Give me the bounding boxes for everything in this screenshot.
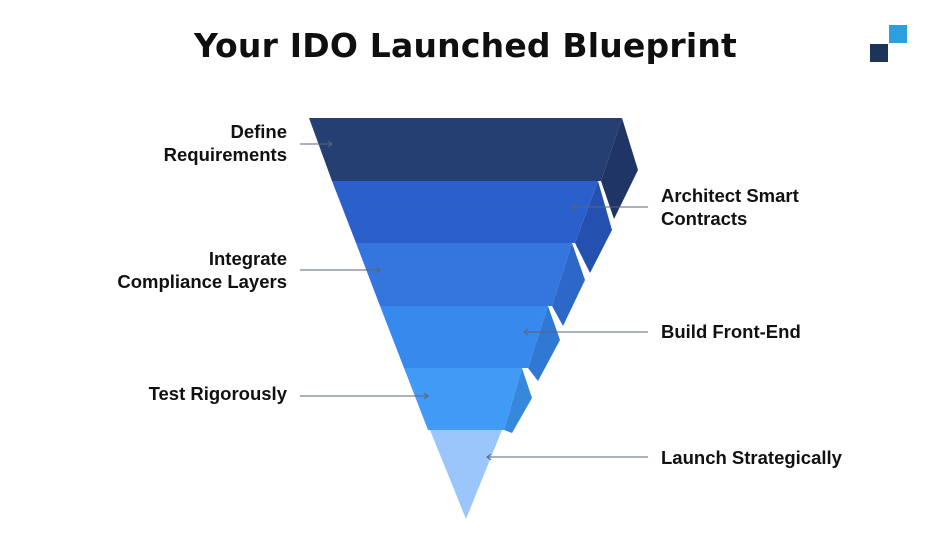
logo-square-light <box>889 25 907 43</box>
label-line: Requirements <box>163 144 287 165</box>
funnel-layer-1-shadow <box>601 118 638 219</box>
arrow-head-2 <box>571 203 577 211</box>
label-line: Build Front-End <box>661 321 801 342</box>
step-label-launch-strategically: Launch Strategically <box>661 446 842 469</box>
step-label-build-front-end: Build Front-End <box>661 320 801 343</box>
arrow-head-6 <box>486 453 492 461</box>
arrow-head-5 <box>423 392 429 400</box>
page-title: Your IDO Launched Blueprint <box>193 26 738 65</box>
label-line: Launch Strategically <box>661 447 842 468</box>
arrow-head-4 <box>523 328 529 336</box>
label-line: Define <box>230 121 287 142</box>
step-label-integrate-compliance: Integrate Compliance Layers <box>117 247 287 293</box>
funnel-layer-5-shadow <box>504 368 532 433</box>
funnel-layer-6 <box>430 430 502 519</box>
brand-logo <box>869 25 909 63</box>
funnel-layer-1 <box>309 118 622 181</box>
funnel-layer-3 <box>356 243 572 306</box>
funnel-layer-4 <box>380 306 548 368</box>
label-line: Contracts <box>661 208 748 229</box>
step-label-architect-smart-contracts: Architect Smart Contracts <box>661 184 799 230</box>
funnel-layer-2 <box>332 181 598 243</box>
arrow-head-1 <box>327 140 333 148</box>
funnel-layer-4-shadow <box>528 306 560 381</box>
funnel-layer-2-shadow <box>575 181 612 273</box>
label-line: Test Rigorously <box>148 383 287 404</box>
logo-square-dark <box>870 44 888 62</box>
funnel-layer-3-shadow <box>552 243 585 326</box>
step-label-define-requirements: Define Requirements <box>164 120 287 166</box>
label-line: Compliance Layers <box>117 271 287 292</box>
arrow-head-3 <box>375 266 381 274</box>
step-label-test-rigorously: Test Rigorously <box>149 382 287 405</box>
funnel-layer-5 <box>404 368 522 430</box>
label-line: Architect Smart <box>661 185 799 206</box>
label-line: Integrate <box>208 248 287 269</box>
